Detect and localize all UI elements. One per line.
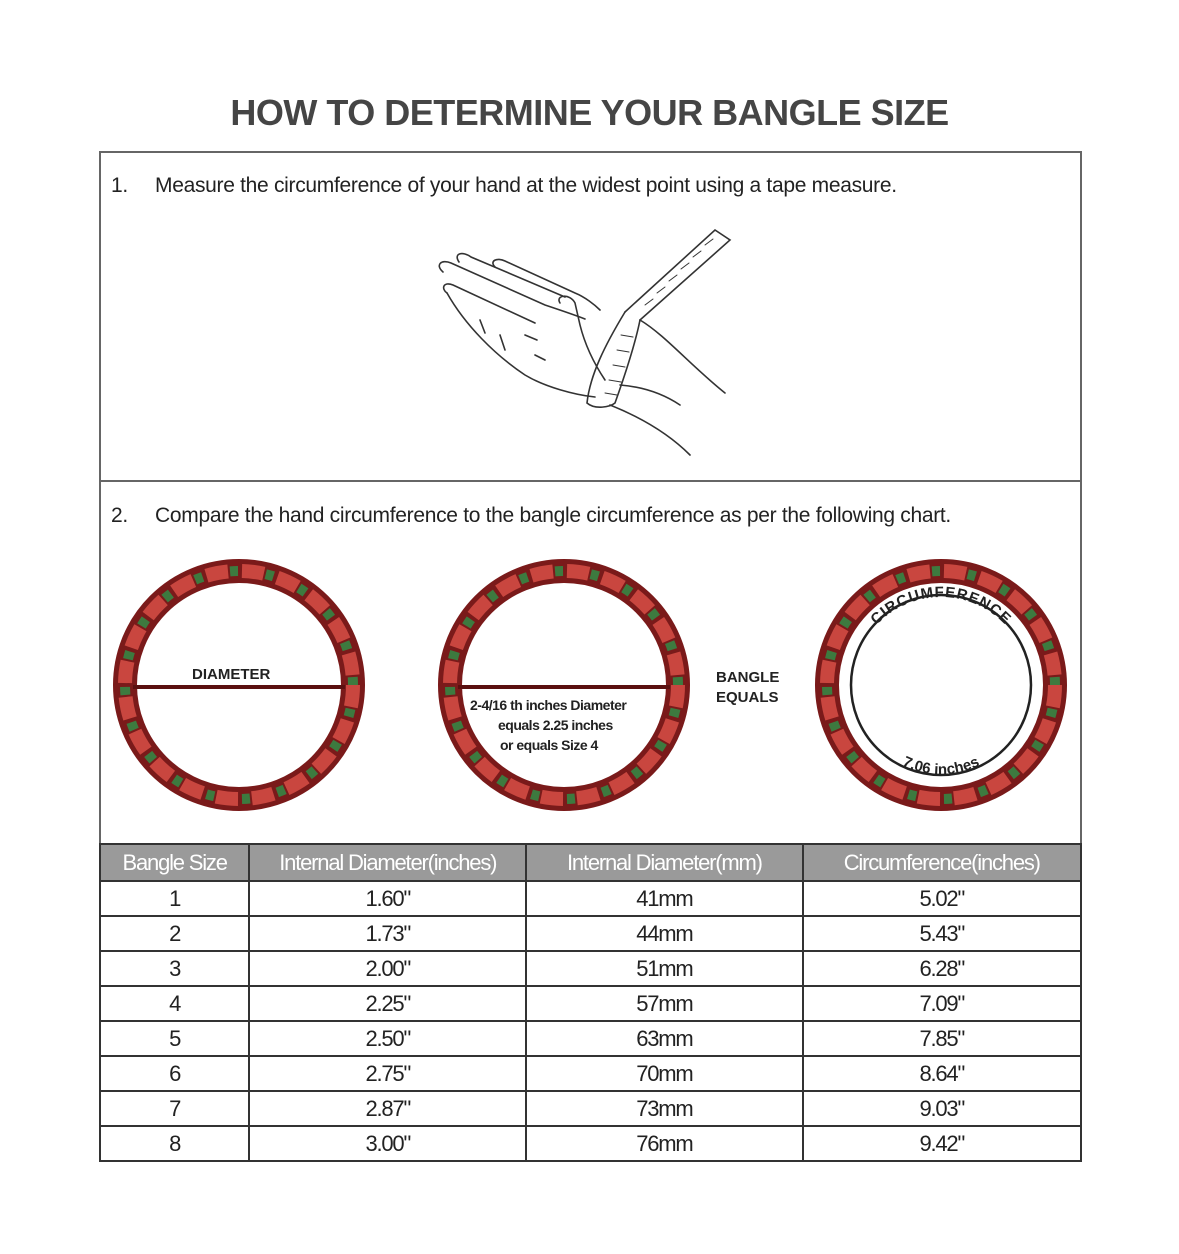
header-diameter-mm: Internal Diameter(mm) [525, 843, 804, 882]
cell-diameter-inches: 2.50" [248, 1020, 528, 1057]
cell-diameter-inches: 2.75" [248, 1055, 528, 1092]
cell-size: 4 [98, 985, 251, 1022]
cell-size: 8 [98, 1125, 251, 1162]
hand-tape-measure-icon [438, 228, 732, 456]
example-line-3: or equals Size 4 [500, 737, 598, 753]
bangle-circumference-icon: CIRCUMFERENCE 7.06 inches [815, 559, 1067, 811]
cell-circumference: 7.09" [801, 985, 1083, 1022]
cell-diameter-inches: 2.87" [248, 1090, 528, 1127]
header-circumference: Circumference(inches) [801, 843, 1083, 882]
cell-diameter-inches: 3.00" [248, 1125, 528, 1162]
step-1-section [99, 151, 1082, 482]
step-1-text: Measure the circumference of your hand a… [155, 174, 897, 197]
cell-diameter-inches: 2.00" [248, 950, 528, 987]
svg-text:7.06 inches: 7.06 inches [900, 753, 981, 778]
cell-diameter-mm: 73mm [525, 1090, 804, 1127]
step-1: 1. Measure the circumference of your hand… [111, 174, 897, 198]
cell-size: 7 [98, 1090, 251, 1127]
page-title: HOW TO DETERMINE YOUR BANGLE SIZE [230, 92, 949, 133]
cell-circumference: 5.43" [801, 915, 1083, 952]
step-2-text: Compare the hand circumference to the ba… [155, 504, 951, 527]
circumference-value: 7.06 inches [900, 753, 981, 778]
cell-circumference: 5.02" [801, 880, 1083, 917]
step-2-number: 2. [111, 504, 128, 527]
step-1-number: 1. [111, 174, 128, 197]
cell-diameter-mm: 76mm [525, 1125, 804, 1162]
cell-size: 1 [98, 880, 251, 917]
cell-diameter-mm: 57mm [525, 985, 804, 1022]
step-2: 2. Compare the hand circumference to the … [111, 504, 951, 528]
cell-size: 5 [98, 1020, 251, 1057]
cell-diameter-inches: 1.73" [248, 915, 528, 952]
bangle-example-icon [438, 559, 690, 811]
cell-circumference: 6.28" [801, 950, 1083, 987]
diameter-label: DIAMETER [192, 666, 271, 683]
cell-diameter-mm: 70mm [525, 1055, 804, 1092]
cell-circumference: 8.64" [801, 1055, 1083, 1092]
cell-size: 3 [98, 950, 251, 987]
example-line-1: 2-4/16 th inches Diameter [470, 697, 627, 713]
cell-diameter-mm: 41mm [525, 880, 804, 917]
bangle-equals-line-1: BANGLE [716, 669, 780, 686]
cell-circumference: 7.85" [801, 1020, 1083, 1057]
header-diameter-inches: Internal Diameter(inches) [248, 843, 528, 882]
bangle-equals-line-2: EQUALS [716, 689, 779, 706]
cell-size: 2 [98, 915, 251, 952]
cell-diameter-inches: 2.25" [248, 985, 528, 1022]
cell-circumference: 9.42" [801, 1125, 1083, 1162]
cell-diameter-mm: 51mm [525, 950, 804, 987]
bangle-size-table: Bangle Size Internal Diameter(inches) In… [98, 843, 1083, 1162]
bangle-diameter-icon [113, 559, 365, 811]
cell-size: 6 [98, 1055, 251, 1092]
cell-circumference: 9.03" [801, 1090, 1083, 1127]
cell-diameter-mm: 44mm [525, 915, 804, 952]
table-header-row: Bangle Size Internal Diameter(inches) In… [98, 843, 1083, 882]
header-bangle-size: Bangle Size [98, 843, 251, 882]
cell-diameter-inches: 1.60" [248, 880, 528, 917]
example-line-2: equals 2.25 inches [498, 717, 613, 733]
cell-diameter-mm: 63mm [525, 1020, 804, 1057]
